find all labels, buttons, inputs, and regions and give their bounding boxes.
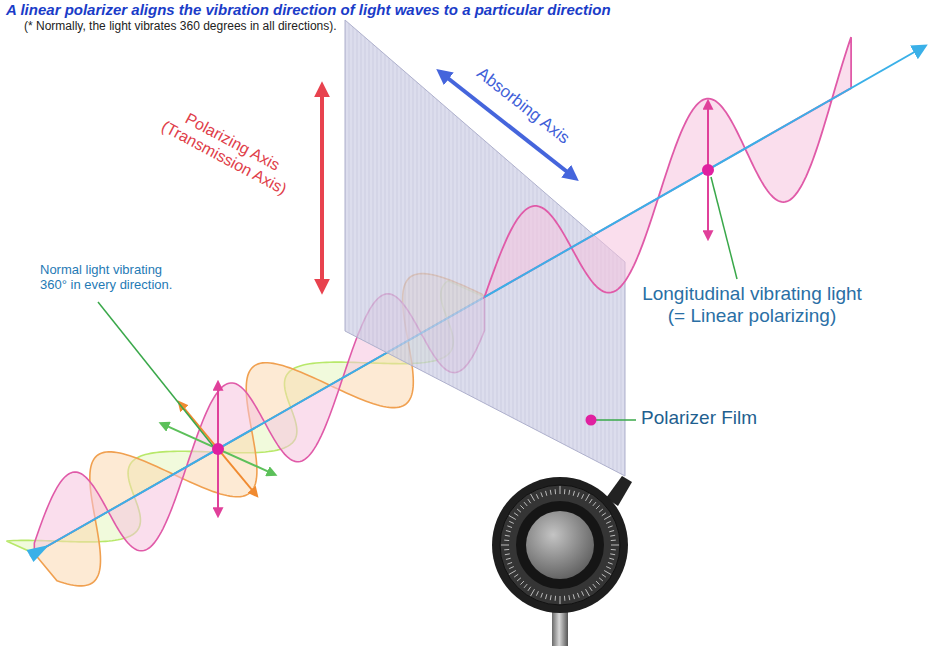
polarizer-mount-photo: [492, 476, 632, 646]
scale-tick: [509, 516, 516, 520]
normal-light-label: Normal light vibrating 360° in every dir…: [40, 263, 190, 293]
scale-tick: [608, 526, 613, 528]
scale-tick: [501, 545, 509, 546]
mount-inner-ring: [516, 501, 604, 589]
scale-tick: [564, 596, 565, 601]
scale-tick: [560, 486, 561, 494]
scale-tick: [602, 574, 606, 577]
scale-tick: [589, 499, 592, 503]
scale-tick: [604, 571, 611, 575]
scale-tick: [604, 516, 611, 520]
leader-line: [98, 302, 213, 446]
scale-tick: [593, 502, 596, 506]
scale-tick: [524, 502, 527, 506]
note-text: (* Normally, the light vibrates 360 degr…: [24, 20, 337, 34]
absorbing-axis-label: Absorbing Axis: [473, 63, 574, 148]
scale-tick: [568, 490, 570, 495]
scale-tick: [546, 594, 547, 599]
scale-tick: [507, 562, 512, 564]
scale-tick: [507, 526, 512, 528]
scale-tick: [609, 558, 614, 559]
scale-tick: [577, 593, 579, 598]
scale-tick: [599, 509, 603, 512]
scale-tick: [509, 521, 514, 523]
scale-tick: [609, 531, 614, 532]
scale-tick: [582, 591, 584, 596]
scale-tick: [599, 578, 603, 581]
magenta-dot: [586, 415, 597, 426]
scale-tick: [582, 494, 584, 499]
scale-tick: [555, 596, 556, 601]
polarizer-lens: [526, 511, 594, 579]
leader-line: [595, 419, 636, 421]
light-ray: [484, 46, 925, 297]
scale-tick: [606, 567, 611, 569]
scale-tick: [520, 505, 524, 509]
scale-tick: [505, 553, 510, 555]
light-ray-arrowhead: [27, 545, 50, 562]
magenta-dot: [212, 443, 224, 455]
scale-tick: [531, 589, 535, 596]
scale-tick: [506, 531, 511, 532]
scale-tick: [541, 492, 543, 497]
scale-tick: [541, 593, 543, 598]
scale-tick: [531, 494, 535, 501]
scale-tick: [608, 562, 613, 564]
polarizer-film-label: Polarizer Film: [641, 407, 757, 429]
scale-tick: [546, 491, 547, 496]
scale-tick: [517, 578, 521, 581]
scale-tick: [505, 535, 510, 537]
scale-tick: [586, 494, 590, 501]
scale-tick: [560, 596, 561, 604]
polarized-pink-wave: [484, 37, 851, 297]
diagram-title: A linear polarizer aligns the vibration …: [6, 1, 611, 18]
scale-tick: [524, 584, 527, 588]
scale-tick: [610, 553, 615, 555]
scale-tick: [564, 489, 565, 494]
scale-tick: [602, 513, 606, 516]
scale-tick: [550, 595, 552, 600]
mount-ring: [492, 477, 628, 613]
scale-tick: [555, 489, 556, 494]
polarizing-axis-arrow: [320, 86, 324, 290]
scale-tick: [536, 494, 538, 499]
scale-tick: [520, 581, 524, 585]
scale-tick: [586, 589, 590, 596]
scale-tick: [550, 490, 552, 495]
scale-tick: [517, 509, 521, 512]
magenta-dot: [702, 164, 714, 176]
leader-line: [711, 177, 737, 279]
scale-tick: [506, 558, 511, 559]
polarizing-axis-label: Polarizing Axis (Transmission Axis): [144, 94, 311, 206]
scale-tick: [504, 549, 509, 550]
scale-tick: [536, 591, 538, 596]
scale-tick: [514, 513, 518, 516]
scale-tick: [573, 491, 574, 496]
scale-tick: [610, 535, 615, 537]
scale-tick: [504, 540, 509, 541]
scale-tick: [596, 505, 600, 509]
scale-tick: [568, 595, 570, 600]
scale-tick: [509, 571, 516, 575]
scale-tick: [528, 499, 531, 503]
scale-tick: [611, 549, 616, 550]
scale-tick: [509, 567, 514, 569]
scale-tick: [593, 584, 596, 588]
scale-tick: [577, 492, 579, 497]
scale-tick: [589, 587, 592, 591]
scale-tick: [596, 581, 600, 585]
scale-tick: [514, 574, 518, 577]
scale-tick: [611, 540, 616, 541]
scale-tick: [606, 521, 611, 523]
scale-tick: [611, 545, 619, 546]
mount-scale-ring: [500, 485, 620, 605]
scale-tick: [573, 594, 574, 599]
linear-polarized-label: Longitudinal vibrating light (= Linear p…: [636, 283, 868, 327]
scale-tick: [528, 587, 531, 591]
